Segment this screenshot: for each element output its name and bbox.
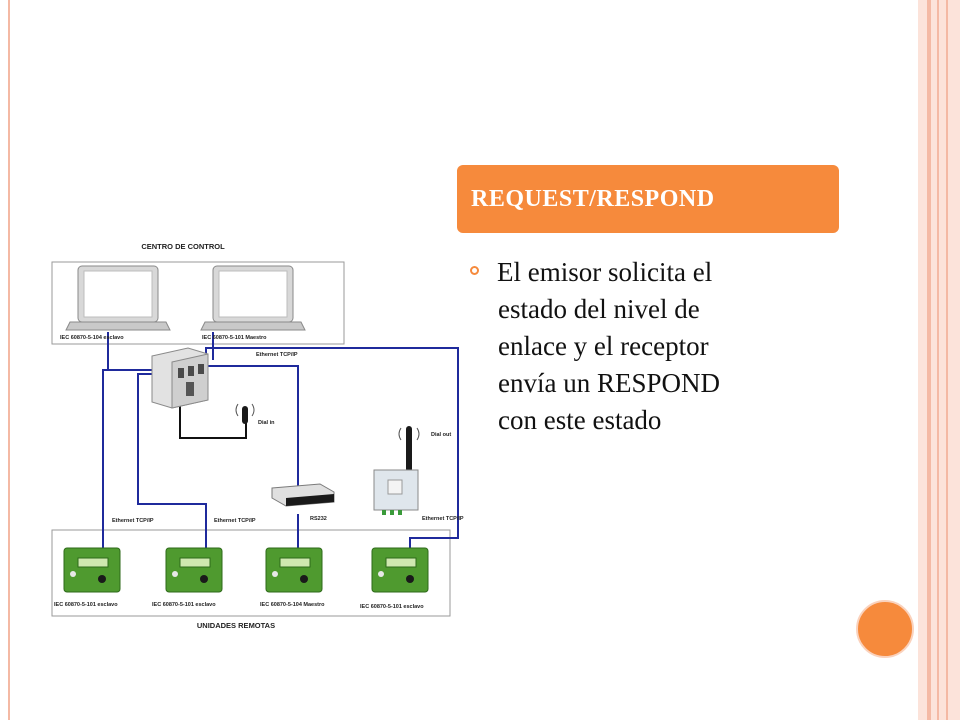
link-label: Ethernet TCP/IP bbox=[214, 518, 256, 524]
decorative-circle bbox=[856, 600, 914, 658]
link-label: Dial in bbox=[258, 420, 275, 426]
frame-right-line bbox=[946, 0, 948, 720]
remote-unit bbox=[63, 547, 121, 593]
body-line: enlace y el receptor bbox=[498, 331, 709, 361]
dial-in-cable bbox=[179, 376, 247, 439]
link-label: RS232 bbox=[310, 516, 327, 522]
link-label: Ethernet TCP/IP bbox=[256, 352, 298, 358]
unit-label: IEC 60870-5-104 Maestro bbox=[260, 602, 325, 608]
frame-right-band bbox=[918, 0, 960, 720]
unit-label: IEC 60870-5-101 esclavo bbox=[152, 602, 216, 608]
link-label: Dial out bbox=[431, 432, 451, 438]
body-line: estado del nivel de bbox=[498, 294, 700, 324]
frame-right-line bbox=[927, 0, 931, 720]
unit-label: IEC 60870-5-101 esclavo bbox=[54, 602, 118, 608]
slide-body: El emisor solicita el estado del nivel d… bbox=[497, 254, 827, 439]
remote-unit bbox=[265, 547, 323, 593]
frame-left-border bbox=[8, 0, 10, 720]
modem-device bbox=[373, 469, 419, 515]
remote-unit bbox=[371, 547, 429, 593]
antenna-icon bbox=[235, 403, 255, 424]
unit-label: IEC 60870-5-101 esclavo bbox=[360, 604, 424, 610]
body-line: con este estado bbox=[498, 405, 662, 435]
gateway-device bbox=[151, 347, 209, 409]
body-line: envía un RESPOND bbox=[498, 368, 720, 398]
network-links bbox=[102, 332, 459, 552]
body-line: El emisor solicita el bbox=[497, 257, 713, 287]
bullet-icon bbox=[470, 266, 479, 275]
control-center-frame bbox=[51, 261, 345, 345]
laptop-label: IEC 60870-5-101 Maestro bbox=[202, 335, 267, 341]
remote-unit bbox=[165, 547, 223, 593]
diagram-top-title: CENTRO DE CONTROL bbox=[141, 242, 225, 251]
laptop bbox=[65, 265, 171, 331]
slide-title: REQUEST/RESPOND bbox=[457, 165, 839, 233]
diagram-bottom-title: UNIDADES REMOTAS bbox=[197, 621, 275, 630]
antenna-icon bbox=[398, 426, 420, 472]
remote-units-frame bbox=[51, 529, 451, 617]
link-label: Ethernet TCP/IP bbox=[422, 516, 464, 522]
frame-right-line bbox=[937, 0, 939, 720]
rs232-converter bbox=[271, 483, 335, 507]
laptop bbox=[200, 265, 306, 331]
laptop-label: IEC 60870-5-104 esclavo bbox=[60, 335, 124, 341]
link-label: Ethernet TCP/IP bbox=[112, 518, 154, 524]
network-diagram: CENTRO DE CONTROL UNIDADES REMOTAS IEC 6… bbox=[51, 242, 464, 630]
